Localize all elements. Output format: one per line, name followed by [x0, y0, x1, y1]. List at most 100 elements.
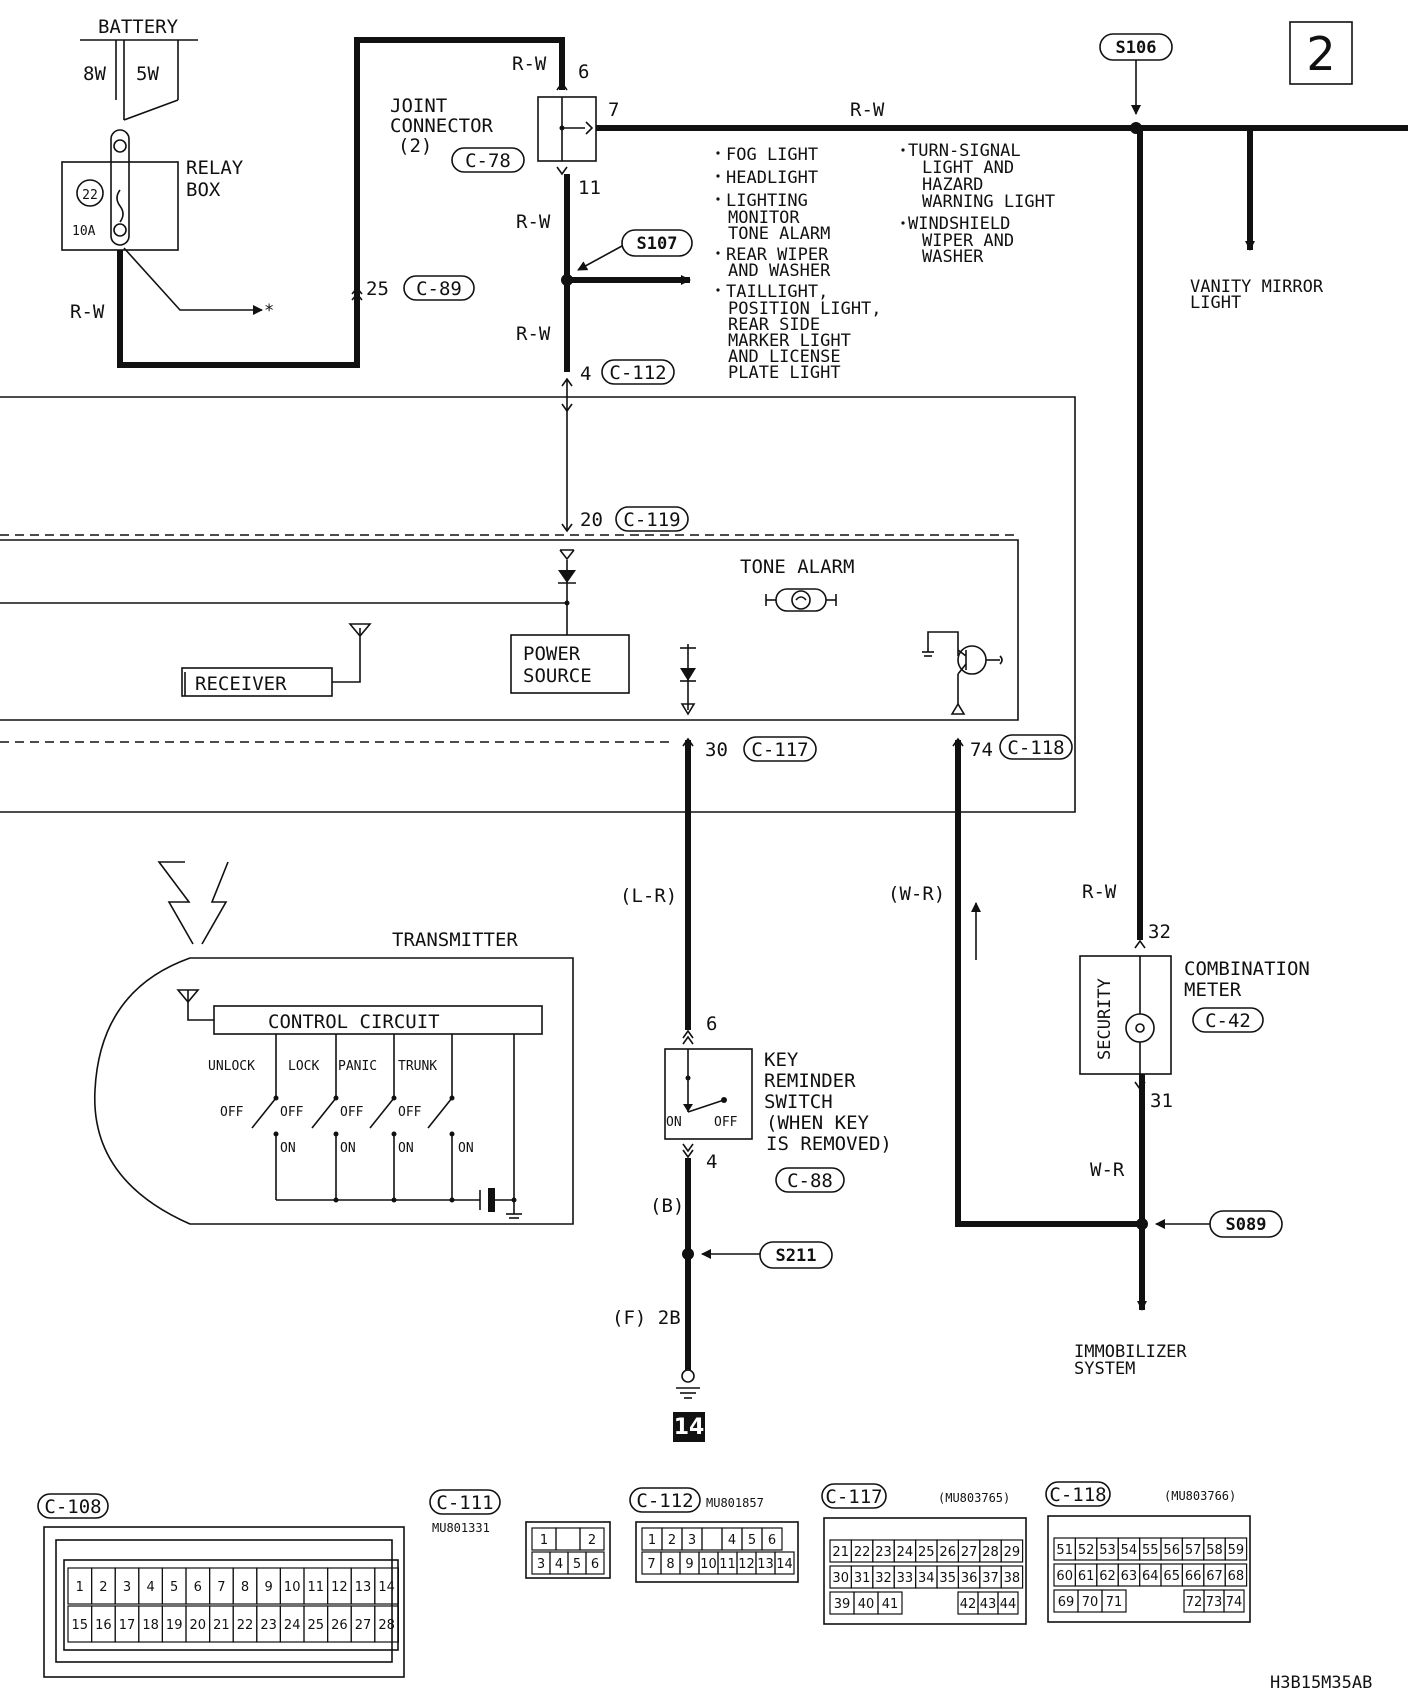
c89-pin: 25 [366, 278, 389, 300]
power-source-line-1: POWER [523, 643, 581, 665]
c118-pin-74: 74 [1226, 1595, 1243, 1610]
c118-connector: C-118 [1007, 737, 1064, 759]
c117-pin-23: 23 [875, 1545, 892, 1560]
battery-label: BATTERY [98, 16, 179, 38]
s107-dest-0: FOG LIGHT [726, 145, 818, 165]
c117-pin-40: 40 [858, 1597, 875, 1612]
joint-pin-6: 6 [578, 61, 589, 83]
drawing-id: H3B15M35AB [1270, 1673, 1372, 1693]
c108-pin-16: 16 [95, 1618, 112, 1633]
c117-pin-43: 43 [980, 1597, 997, 1612]
c108-pin-10: 10 [284, 1580, 301, 1595]
splice-s089: S089 [1155, 1210, 1283, 1238]
sw4-off: OFF [398, 1105, 422, 1120]
c108-pin-8: 8 [241, 1580, 249, 1595]
c118-pin-56: 56 [1163, 1543, 1180, 1558]
c112-cell [774, 1551, 795, 1575]
control-circuit-label: CONTROL CIRCUIT [268, 1011, 440, 1033]
c108-pin-24: 24 [284, 1618, 301, 1633]
c111-id: C-111 [436, 1492, 493, 1514]
c117-cell [997, 1591, 1019, 1615]
s107-dest-6: AND WASHER [728, 261, 831, 281]
c118-pin-73: 73 [1206, 1595, 1223, 1610]
s107-wire-below: R-W [516, 323, 551, 345]
c117-cell [877, 1591, 903, 1615]
c108-pin-27: 27 [355, 1618, 372, 1633]
c108-pin-14: 14 [378, 1580, 395, 1595]
key-switch-label-5: IS REMOVED) [766, 1133, 892, 1155]
c108-pin-6: 6 [194, 1580, 202, 1595]
key-reminder-switch: 6 ON OFF KEY REMINDER SWITCH (WHEN KEY I… [664, 1013, 892, 1193]
c118-pin-57: 57 [1185, 1543, 1202, 1558]
joint-pin-11: 11 [578, 177, 601, 199]
wire-rw-meter-label: R-W [1082, 881, 1117, 903]
c117-pin-24: 24 [897, 1545, 914, 1560]
c112-pin-13: 13 [757, 1557, 774, 1572]
c118-pin: 74 [970, 739, 993, 761]
c108-pin-5: 5 [170, 1580, 178, 1595]
c117-pin-39: 39 [834, 1597, 851, 1612]
sw1-on: ON [280, 1141, 296, 1156]
meter-pin-31: 31 [1150, 1090, 1173, 1112]
c118-pin-72: 72 [1186, 1595, 1203, 1610]
c108-pin-1: 1 [76, 1580, 84, 1595]
c118-part: (MU803766) [1164, 1489, 1236, 1503]
c118-pin-68: 68 [1228, 1569, 1245, 1584]
s107-wire-above: R-W [516, 211, 551, 233]
c112-pin-12: 12 [738, 1557, 755, 1572]
joint-pin-7: 7 [608, 99, 619, 121]
relay-box: 22 10A RELAY BOX [61, 157, 244, 251]
meter-connector: C-42 [1205, 1010, 1251, 1032]
c118-pin-71: 71 [1106, 1595, 1123, 1610]
immobilizer-line-2: SYSTEM [1074, 1359, 1135, 1379]
sw1-off: OFF [220, 1105, 244, 1120]
s107-dest-8: POSITION LIGHT, [728, 299, 882, 319]
c117-pin-21: 21 [832, 1545, 849, 1560]
c108-pin-26: 26 [331, 1618, 348, 1633]
sw2-off: OFF [280, 1105, 304, 1120]
meter-label-1: COMBINATION [1184, 958, 1310, 980]
c108-pin-4: 4 [146, 1580, 154, 1595]
c108-pin-12: 12 [331, 1580, 348, 1595]
s106-dest-2: HAZARD [922, 175, 983, 195]
c117-pin-44: 44 [1000, 1597, 1017, 1612]
c108-pin-17: 17 [119, 1618, 136, 1633]
c108-cell [374, 1605, 399, 1643]
c112-pin-5: 5 [748, 1533, 756, 1548]
key-switch-pin-4: 4 [706, 1151, 717, 1173]
fuse-rating: 10A [72, 224, 96, 239]
c118-cell [1224, 1563, 1248, 1587]
c112-pin-9: 9 [685, 1557, 693, 1572]
key-switch-label-3: SWITCH [764, 1091, 833, 1113]
key-switch-label-1: KEY [764, 1049, 799, 1071]
c112-pin-4: 4 [728, 1533, 736, 1548]
c108-pin-3: 3 [123, 1580, 131, 1595]
c118-pin-51: 51 [1056, 1543, 1073, 1558]
c117-pin-38: 38 [1004, 1571, 1021, 1586]
c112-pin-8: 8 [666, 1557, 674, 1572]
relay-box-label-1: RELAY [186, 157, 244, 179]
c118-cell [1224, 1537, 1248, 1561]
c112-pin: 4 [580, 363, 591, 385]
wire-wr-meter-label: W-R [1090, 1159, 1125, 1181]
c108-pin-9: 9 [264, 1580, 272, 1595]
c118b-id: C-118 [1049, 1484, 1106, 1506]
relay-out-wire-label: R-W [70, 301, 105, 323]
c112b-id: C-112 [636, 1490, 693, 1512]
btn-lock-label: LOCK [288, 1059, 319, 1074]
c108-pin-11: 11 [308, 1580, 325, 1595]
c111-pin-1: 1 [540, 1533, 548, 1548]
c112-pin-6: 6 [768, 1533, 776, 1548]
ground-symbol: 14 [673, 1369, 705, 1442]
s106-dest-1: LIGHT AND [922, 158, 1014, 178]
c108-pin-21: 21 [213, 1618, 230, 1633]
s106-dest-6: WASHER [922, 247, 984, 267]
c117-pin-42: 42 [960, 1597, 977, 1612]
tone-alarm-label: TONE ALARM [740, 556, 854, 578]
c111-cell [555, 1527, 581, 1551]
page-number: 2 [1306, 27, 1335, 81]
c118-pin-66: 66 [1185, 1569, 1202, 1584]
